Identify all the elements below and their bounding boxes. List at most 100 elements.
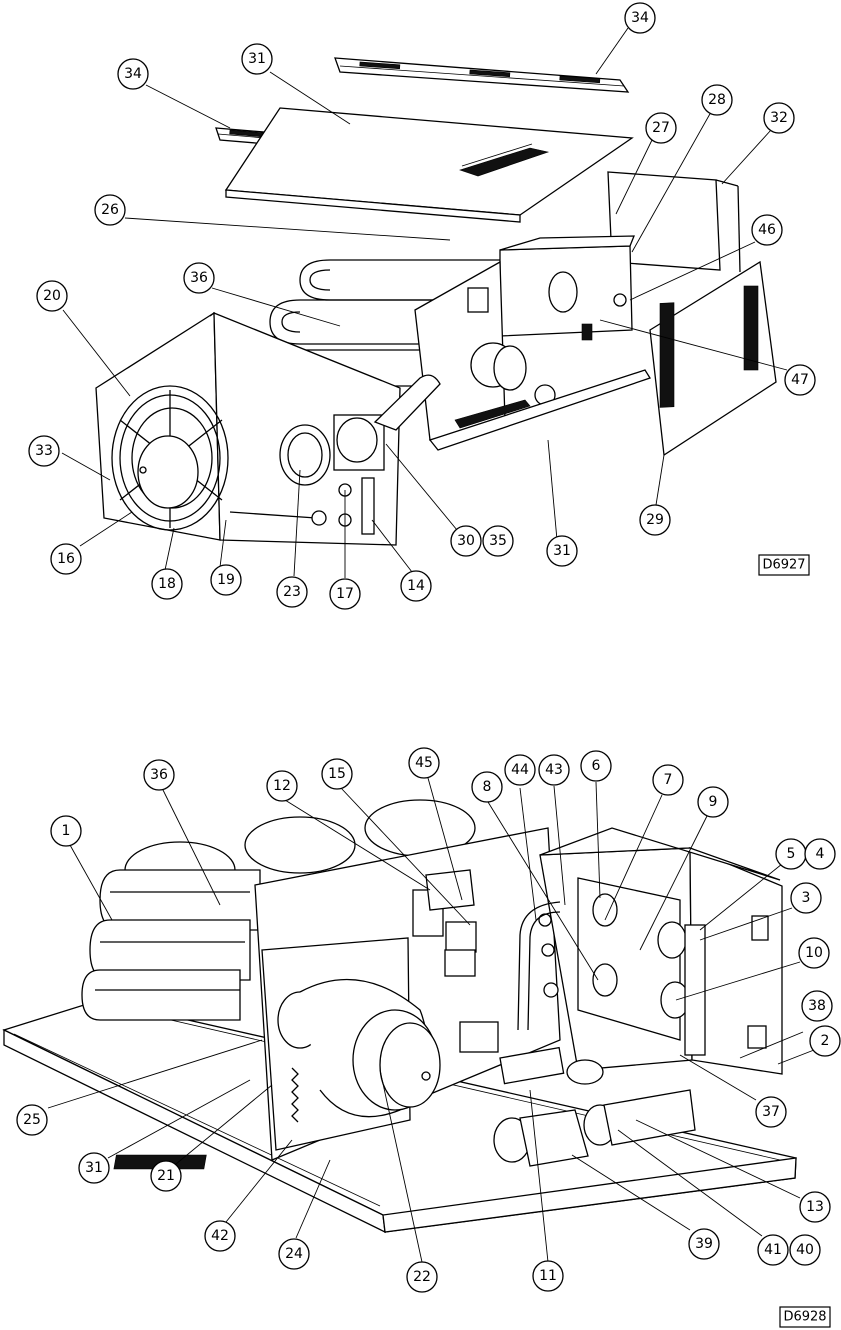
burner-box: [499, 235, 635, 341]
svg-text:45: 45: [415, 755, 433, 771]
svg-text:30: 30: [457, 533, 475, 549]
svg-text:31: 31: [248, 51, 266, 67]
svg-text:20: 20: [43, 288, 61, 304]
callout-bottom-27: 24: [278, 1238, 310, 1270]
svg-text:43: 43: [545, 762, 563, 778]
svg-text:44: 44: [511, 762, 529, 778]
callout-bottom-4: 6: [580, 750, 612, 782]
callout-top-1: 34: [624, 2, 656, 34]
svg-text:22: 22: [413, 1269, 431, 1285]
callout-bottom-16: 38: [801, 990, 833, 1022]
svg-text:36: 36: [190, 270, 208, 286]
svg-text:41: 41: [764, 1242, 782, 1258]
callout-top-21: 17: [329, 578, 361, 610]
svg-text:4: 4: [816, 846, 825, 862]
callout-bottom-7: 12: [266, 770, 298, 802]
base-tray: [428, 369, 651, 451]
svg-text:14: 14: [407, 578, 425, 594]
svg-text:16: 16: [57, 551, 75, 567]
callout-bottom-15: 10: [798, 937, 830, 969]
callout-top-10: 20: [36, 280, 68, 312]
callout-bottom-1: 45: [408, 747, 440, 779]
grille-panel: [649, 260, 777, 457]
callout-top-19: 19: [210, 564, 242, 596]
callouts-top: 34 34 31 27 28 32 26 46 36 20 47 33 29 3…: [28, 2, 816, 610]
callout-bottom-28: 22: [406, 1261, 438, 1293]
svg-text:37: 37: [762, 1104, 780, 1120]
front-panel: [95, 311, 441, 546]
callout-top-7: 26: [94, 194, 126, 226]
trim-strip-top: [334, 57, 630, 93]
callout-bottom-2: 44: [504, 754, 536, 786]
callout-top-22: 14: [400, 570, 432, 602]
callout-top-18: 18: [151, 568, 183, 600]
svg-text:36: 36: [150, 767, 168, 783]
svg-text:33: 33: [35, 443, 53, 459]
svg-text:19: 19: [217, 572, 235, 588]
svg-text:24: 24: [285, 1246, 303, 1262]
svg-text:6: 6: [592, 758, 601, 774]
svg-text:9: 9: [709, 794, 718, 810]
diagram-bottom: 45 44 43 6 7 36 12 15 8 9 1 5 4 3 10 38 …: [2, 747, 841, 1328]
svg-text:7: 7: [664, 772, 673, 788]
callout-bottom-20: 31: [78, 1152, 110, 1184]
svg-text:38: 38: [808, 998, 826, 1014]
svg-text:8: 8: [483, 779, 492, 795]
svg-text:31: 31: [85, 1160, 103, 1176]
callout-top-5: 28: [701, 84, 733, 116]
diagram-id-tag-bottom: D6928: [779, 1306, 831, 1328]
svg-text:31: 31: [553, 543, 571, 559]
svg-text:5: 5: [787, 846, 796, 862]
heat-exchanger-tubes-bottom: [81, 799, 476, 1021]
svg-text:21: 21: [157, 1168, 175, 1184]
svg-text:47: 47: [791, 372, 809, 388]
main-panel-bottom: [113, 827, 561, 1170]
svg-text:46: 46: [758, 222, 776, 238]
diagram-top: 34 34 31 27 28 32 26 46 36 20 47 33 29 3…: [28, 2, 816, 610]
svg-text:35: 35: [489, 533, 507, 549]
svg-text:13: 13: [806, 1199, 824, 1215]
svg-text:D6928: D6928: [783, 1310, 826, 1325]
callout-top-13: 29: [639, 504, 671, 536]
callout-top-16: 31: [546, 535, 578, 567]
callout-top-6: 32: [763, 102, 795, 134]
svg-text:11: 11: [539, 1268, 557, 1284]
svg-text:3: 3: [802, 890, 811, 906]
callout-bottom-14: 3: [790, 882, 822, 914]
svg-text:34: 34: [631, 10, 649, 26]
callout-bottom-21: 13: [799, 1191, 831, 1223]
callout-bottom-11: 1: [50, 815, 82, 847]
svg-text:32: 32: [770, 110, 788, 126]
callout-bottom-18: 25: [16, 1104, 48, 1136]
svg-text:17: 17: [336, 586, 354, 602]
callout-top-8: 46: [751, 214, 783, 246]
callout-bottom-22: 21: [150, 1160, 182, 1192]
svg-text:26: 26: [101, 202, 119, 218]
svg-text:12: 12: [273, 778, 291, 794]
callout-top-2: 34: [117, 58, 149, 90]
svg-text:D6927: D6927: [762, 558, 805, 573]
callout-top-14: 30: [450, 525, 482, 557]
leader-lines-bottom: [47, 777, 815, 1263]
callout-bottom-10: 9: [697, 786, 729, 818]
svg-text:25: 25: [23, 1112, 41, 1128]
callout-bottom-24: 39: [688, 1228, 720, 1260]
gas-valve-assembly: [493, 1046, 696, 1167]
svg-text:28: 28: [708, 92, 726, 108]
svg-text:29: 29: [646, 512, 664, 528]
svg-text:27: 27: [652, 120, 670, 136]
svg-text:40: 40: [796, 1242, 814, 1258]
callout-top-3: 31: [241, 43, 273, 75]
callout-bottom-25: 41: [757, 1234, 789, 1266]
callout-top-11: 47: [784, 364, 816, 396]
svg-text:10: 10: [805, 945, 823, 961]
top-panel: [224, 107, 634, 223]
callout-bottom-13: 4: [804, 838, 836, 870]
callout-bottom-3: 43: [538, 754, 570, 786]
callout-top-4: 27: [645, 112, 677, 144]
svg-text:1: 1: [62, 823, 71, 839]
callout-top-12: 33: [28, 435, 60, 467]
leader-lines-top: [61, 27, 788, 578]
callout-bottom-26: 40: [789, 1234, 821, 1266]
